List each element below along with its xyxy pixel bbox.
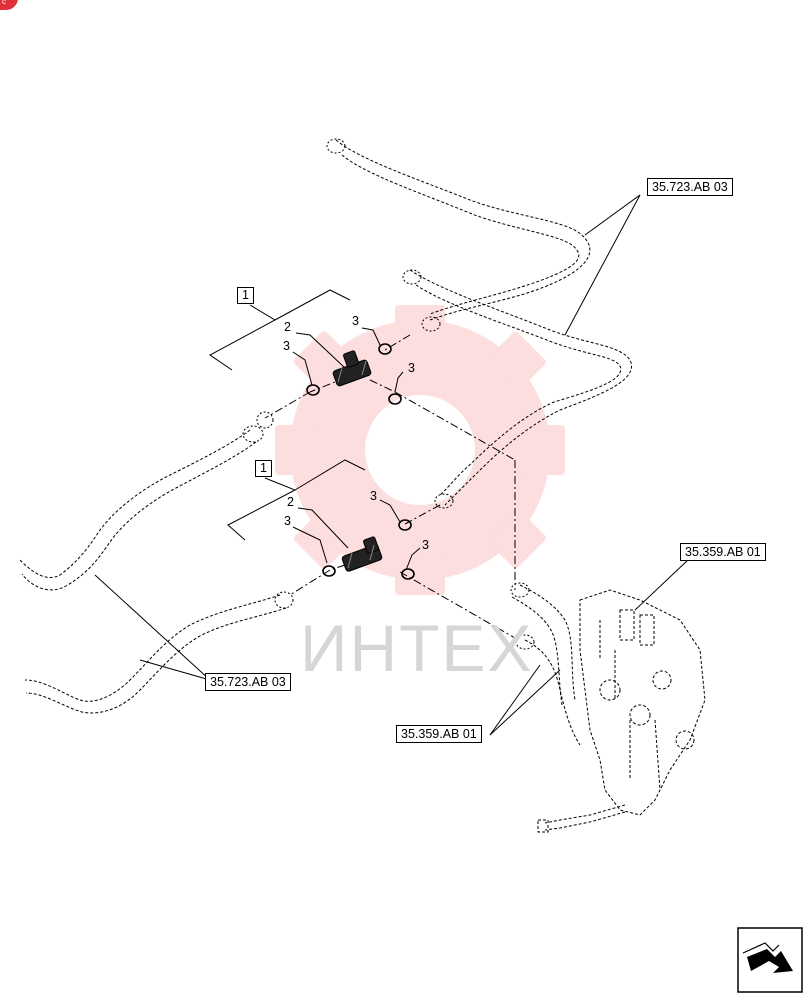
lower-tee-fitting-icon (341, 536, 383, 572)
item-number-box: 1 (255, 460, 272, 477)
callout-snap-ring: 3 (352, 314, 359, 328)
assembly-centerlines (264, 334, 516, 639)
reference-label-valve-right[interactable]: 35.359.AB 01 (680, 543, 766, 561)
callout-snap-ring: 3 (284, 514, 291, 528)
watermark-text: ИНТЕХ (300, 611, 534, 685)
item-number-box: 1 (237, 287, 254, 304)
watermark-gear-icon (275, 305, 565, 595)
callout-snap-ring: 3 (422, 538, 429, 552)
callout-tee: 2 (287, 495, 294, 509)
reference-label-tubes-top[interactable]: 35.723.AB 03 (647, 178, 733, 196)
middle-hydraulic-tube (402, 269, 633, 509)
valve-feed-tube (510, 582, 581, 746)
left-upper-tube (19, 411, 274, 591)
next-page-arrow-icon[interactable] (737, 927, 803, 993)
left-lower-tube (24, 591, 294, 714)
corner-badge: c (0, 0, 18, 10)
reference-leader-lines (94, 194, 689, 736)
callout-snap-ring: 3 (283, 339, 290, 353)
snap-ring-icon (306, 343, 415, 580)
callout-snap-ring: 3 (408, 361, 415, 375)
upper-tee-fitting-icon (332, 350, 372, 387)
reference-label-tubes-bottom[interactable]: 35.723.AB 03 (205, 673, 291, 691)
reference-label-valve-bottom[interactable]: 35.359.AB 01 (396, 725, 482, 743)
control-valve (537, 589, 706, 833)
upper-hydraulic-tube (326, 138, 591, 332)
callout-snap-ring: 3 (370, 489, 377, 503)
callout-tee: 2 (284, 320, 291, 334)
